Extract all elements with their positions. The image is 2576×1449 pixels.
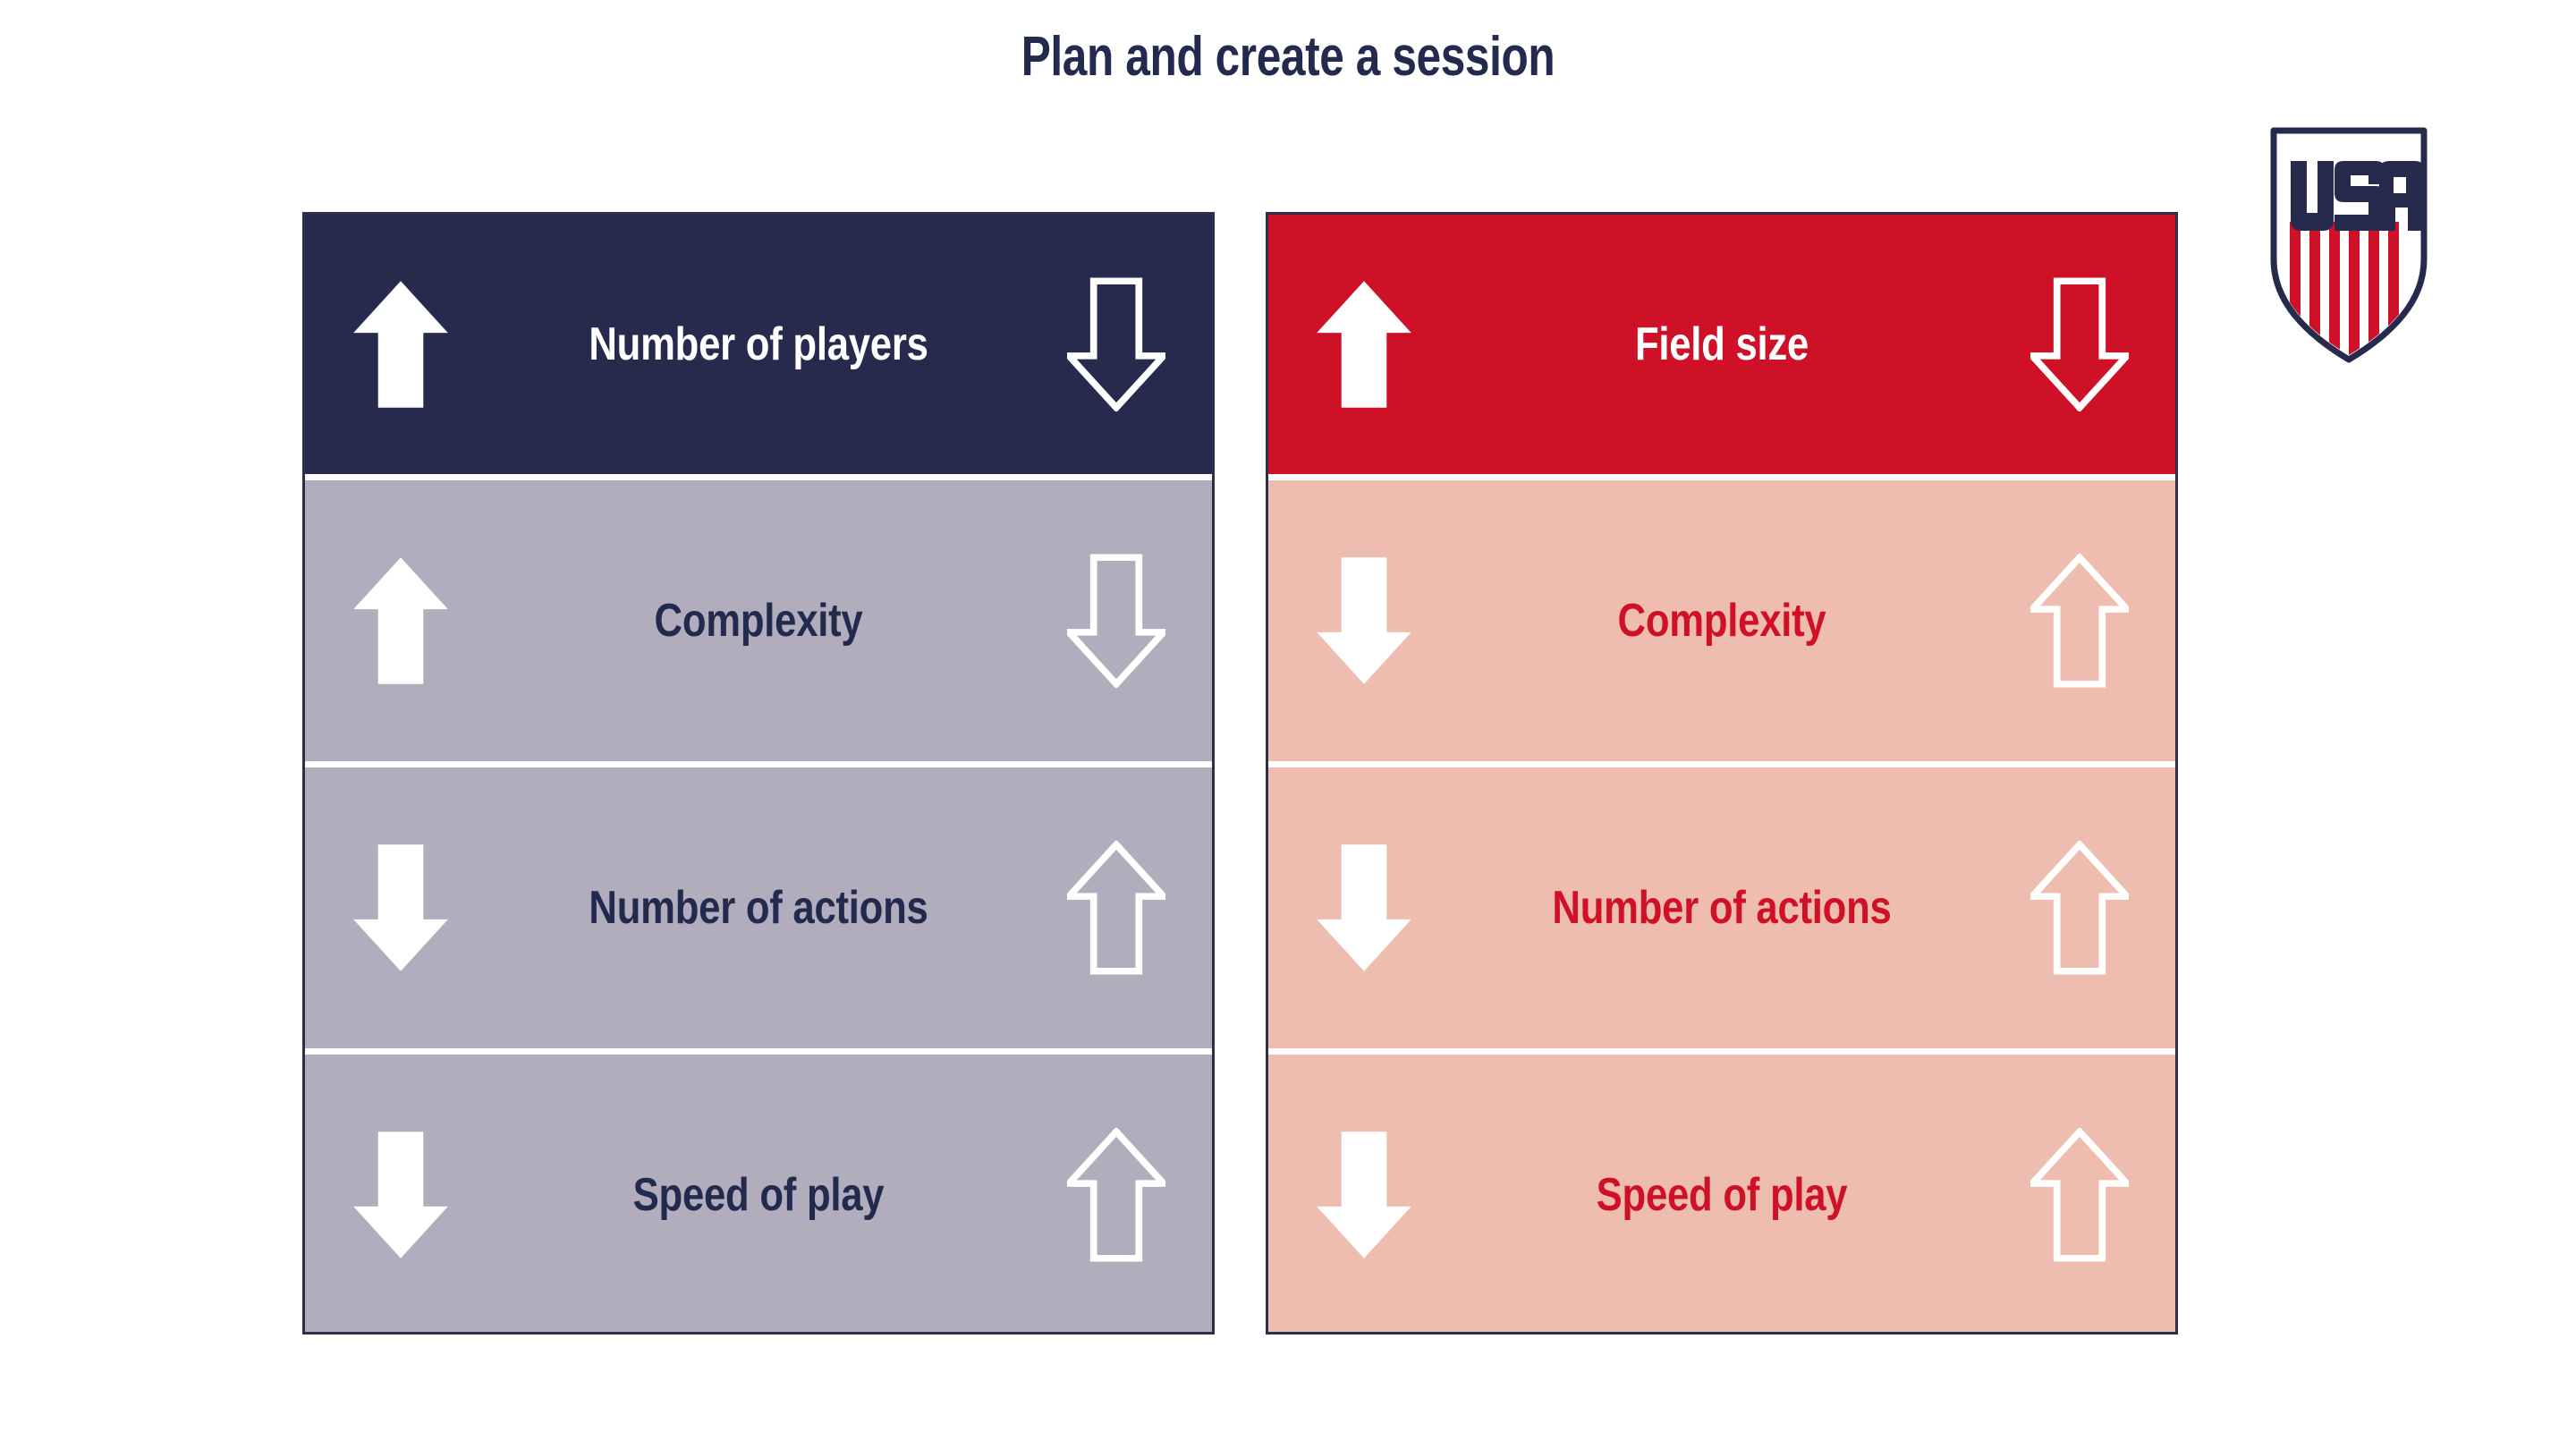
panel-right-header-row: Field size (1268, 215, 2175, 474)
panel-left-header-row: Number of players (305, 215, 1212, 474)
arrow-up-outline-icon (2030, 554, 2129, 688)
arrow-down-outline-icon (2030, 277, 2129, 411)
panel-left-header-label: Number of players (589, 318, 928, 370)
arrow-down-solid-icon (1315, 554, 1413, 688)
panel-left-row-complexity: Complexity (305, 474, 1212, 761)
arrow-down-outline-icon (1067, 277, 1165, 411)
arrow-down-outline-icon (1067, 554, 1165, 688)
panel-right-row-speed-of-play: Speed of play (1268, 1048, 2175, 1332)
panel-right-header-label: Field size (1634, 318, 1809, 370)
arrow-up-solid-icon (1315, 277, 1413, 411)
arrow-up-outline-icon (2030, 1128, 2129, 1262)
panel-left-row-speed-of-play: Speed of play (305, 1048, 1212, 1332)
usa-wordmark (2291, 161, 2424, 231)
panel-left-row-number-of-actions: Number of actions (305, 761, 1212, 1048)
arrow-up-solid-icon (352, 277, 450, 411)
arrow-up-outline-icon (1067, 841, 1165, 975)
panel-right-row-complexity: Complexity (1268, 474, 2175, 761)
arrow-down-solid-icon (1315, 841, 1413, 975)
arrow-up-outline-icon (2030, 841, 2129, 975)
panel-right-row-label: Complexity (1617, 595, 1826, 647)
panel-number-of-players: Number of players Complexity Number of a… (302, 212, 1215, 1335)
page-title: Plan and create a session (1021, 26, 1555, 88)
panel-right-row-number-of-actions: Number of actions (1268, 761, 2175, 1048)
arrow-down-solid-icon (1315, 1128, 1413, 1262)
panel-right-row-label: Number of actions (1552, 882, 1892, 934)
arrow-up-outline-icon (1067, 1128, 1165, 1262)
panel-left-row-label: Complexity (654, 595, 863, 647)
arrow-up-solid-icon (352, 554, 450, 688)
panel-field-size: Field size Complexity Number of actions (1266, 212, 2178, 1335)
panel-left-row-label: Speed of play (632, 1169, 885, 1221)
usa-soccer-crest-logo (2268, 125, 2429, 365)
arrow-down-solid-icon (352, 1128, 450, 1262)
panel-left-row-label: Number of actions (589, 882, 928, 934)
panel-right-row-label: Speed of play (1596, 1169, 1848, 1221)
arrow-down-solid-icon (352, 841, 450, 975)
